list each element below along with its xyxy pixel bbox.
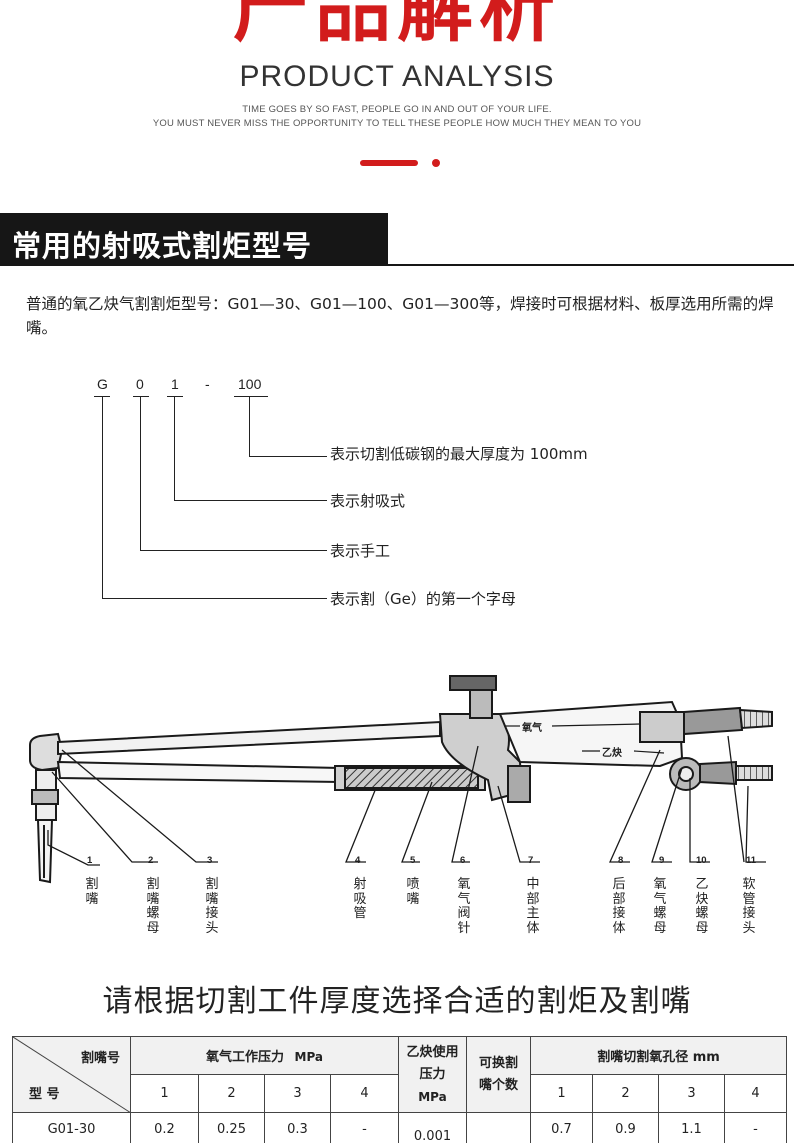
part-label: 割嘴 [85,877,99,907]
nozzle-count-header: 可换割嘴个数 [466,1036,531,1113]
oxygen-pressure-cell: 0.25 [198,1112,265,1143]
connector-line [140,396,141,550]
hero-divider-dot [432,159,440,167]
subcol-header: 4 [724,1074,787,1113]
connector-line [174,396,175,500]
oxygen-pressure-unit: MPa [294,1050,324,1064]
part-number: 6 [460,855,466,866]
oxygen-pressure-cell: - [330,1112,399,1143]
code-meaning-thickness: 表示切割低碳钢的最大厚度为 100mm [330,445,588,463]
acetylene-pressure-unit: MPa [418,1089,447,1104]
oxygen-inline-label: 氧气 [522,723,542,734]
hole-diameter-header: 割嘴切割氧孔径 mm [530,1036,787,1075]
part-label: 乙炔螺母 [695,877,709,936]
corner-top-label: 割嘴号 [80,1051,120,1066]
section-title: 常用的射吸式割炬型号 [12,229,313,263]
code-meaning-injector: 表示射吸式 [330,492,406,510]
hole-diameter-cell: 0.9 [592,1112,659,1143]
part-number: 1 [87,855,93,866]
part-label: 氧气螺母 [653,877,667,936]
subcol-header: 2 [198,1074,265,1113]
part-label: 中部主体 [526,877,540,936]
page-hero-subtitle: PRODUCT ANALYSIS [239,60,555,93]
cutting-torch-illustration [29,675,773,884]
part-number: 4 [355,855,361,866]
hole-diameter-cell: 1.1 [658,1112,725,1143]
part-number: 9 [659,855,665,866]
part-label: 射吸管 [353,877,367,921]
acetylene-inline-label: 乙炔 [602,748,622,759]
part-label: 喷嘴 [406,877,420,907]
nozzle-count-label: 可换割嘴个数 [478,1055,518,1093]
nozzle-count-cell [466,1112,531,1143]
acetylene-pressure-header: 乙炔使用压力 MPa [398,1036,467,1113]
section-intro: 普通的氧乙炔气割割炬型号：G01—30、G01—100、G01—300等，焊接时… [26,295,774,337]
code-underline [167,396,183,397]
part-label: 割嘴螺母 [146,877,160,936]
connector-line [140,550,327,551]
subcol-header: 1 [130,1074,199,1113]
oxygen-pressure-cell: 0.3 [264,1112,331,1143]
hero-divider-dash [360,160,418,166]
acetylene-pressure-label: 乙炔使用压力 [406,1044,459,1082]
section-underline [388,264,794,266]
subcol-header: 3 [264,1074,331,1113]
part-label: 软管接头 [742,877,756,936]
table-row: G01-30 0.2 0.25 0.3 - 0.001 0.7 0.9 1.1 … [12,1112,787,1143]
acetylene-pressure-cell: 0.001 [398,1112,467,1143]
model-cell: G01-30 [12,1112,131,1143]
part-number: 5 [410,855,416,866]
connector-line [102,598,327,599]
part-label: 氧气阀针 [457,877,471,936]
code-part-dash: - [205,376,210,392]
oxygen-pressure-label: 氧气工作压力 [205,1050,284,1065]
subcol-header: 1 [530,1074,593,1113]
part-number: 3 [207,855,213,866]
subcol-header: 3 [658,1074,725,1113]
diagonal-divider [13,1037,130,1112]
part-label: 割嘴接头 [205,877,219,936]
subcol-header: 2 [592,1074,659,1113]
connector-line [249,396,250,456]
oxygen-pressure-header: 氧气工作压力 MPa [130,1036,399,1075]
connector-line [102,396,103,598]
connector-line [249,456,327,457]
selection-heading: 请根据切割工件厚度选择合适的割炬及割嘴 [102,984,692,1019]
code-meaning-manual: 表示手工 [330,542,391,560]
code-underline [133,396,149,397]
oxygen-pressure-cell: 0.2 [130,1112,199,1143]
hole-diameter-cell: 0.7 [530,1112,593,1143]
code-underline [234,396,268,397]
torch-selection-table: 割嘴号 型 号 氧气工作压力 MPa 乙炔使用压力 MPa 可换割嘴个数 割嘴切… [12,1036,787,1143]
cutting-torch-diagram: 氧气 乙炔 1 2 3 4 5 6 7 8 9 10 11 割嘴 割嘴螺母 割嘴… [0,650,794,950]
hero-tagline-2: YOU MUST NEVER MISS THE OPPORTUNITY TO T… [152,118,642,129]
corner-bottom-label: 型 号 [29,1087,60,1102]
hero-tagline-1: TIME GOES BY SO FAST, PEOPLE GO IN AND O… [242,104,552,115]
subcol-header: 4 [330,1074,399,1113]
part-label: 后部接体 [612,877,626,936]
code-part-100: 100 [238,376,262,392]
table-corner-cell: 割嘴号 型 号 [12,1036,131,1113]
part-number: 10 [696,855,707,866]
section-banner: 常用的射吸式割炬型号 [0,213,388,266]
hole-diameter-cell: - [724,1112,787,1143]
code-part-1: 1 [171,376,179,392]
part-number: 11 [746,855,757,866]
code-part-0: 0 [136,376,144,392]
part-number: 2 [148,855,154,866]
code-part-g: G [97,376,108,392]
part-number: 8 [618,855,624,866]
code-meaning-cutting: 表示割（Ge）的第一个字母 [330,590,516,608]
connector-line [174,500,327,501]
page-hero-title: 产品解析 [233,0,561,52]
part-number: 7 [528,855,534,866]
